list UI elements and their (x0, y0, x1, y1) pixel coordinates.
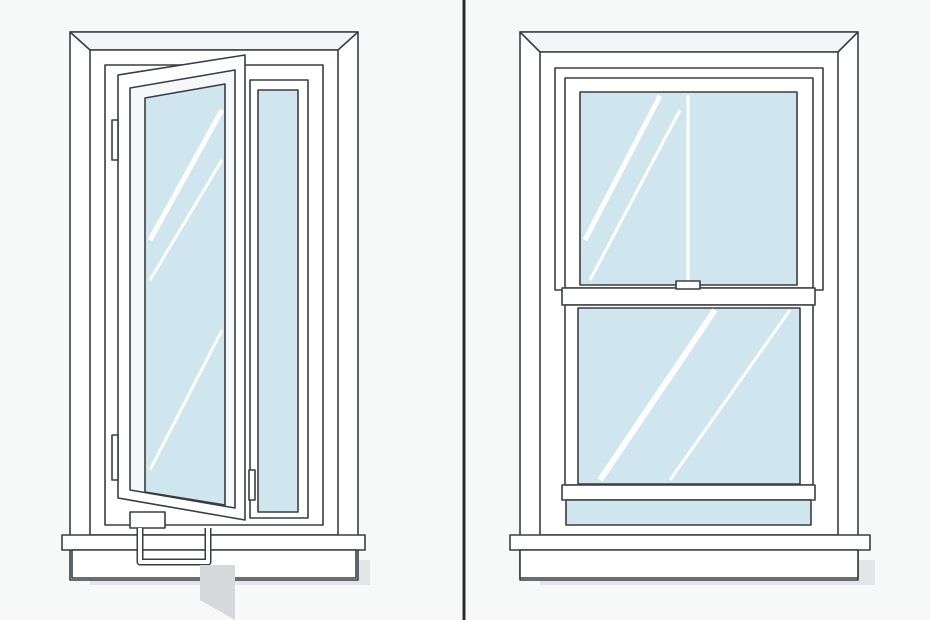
crank-handle-icon (129, 511, 212, 566)
glass-glare (588, 109, 682, 281)
handle-shadow (200, 565, 235, 620)
trim-bevel (519, 31, 859, 53)
glass-glare (148, 159, 224, 281)
lower-glass (577, 307, 801, 485)
sill (61, 534, 366, 551)
glass-glare (147, 108, 225, 242)
casement-window (61, 31, 370, 620)
glass-glare (582, 94, 663, 242)
trim-bevel (69, 31, 359, 51)
sash-glass (144, 83, 226, 506)
apron (519, 549, 859, 579)
double-hung-window (509, 31, 875, 585)
back-glass (257, 89, 299, 513)
bottom-glass-strip (565, 499, 812, 526)
glass-glare (597, 308, 718, 482)
hinge-icon (111, 434, 119, 481)
hinge-icon (111, 119, 119, 161)
glass-glare (148, 329, 224, 471)
meeting-rail (561, 287, 816, 306)
glass-glare (668, 309, 792, 481)
bottom-rail (561, 484, 816, 501)
latch-icon (248, 469, 256, 501)
sill (509, 534, 871, 551)
sash-lock-icon (675, 280, 701, 290)
